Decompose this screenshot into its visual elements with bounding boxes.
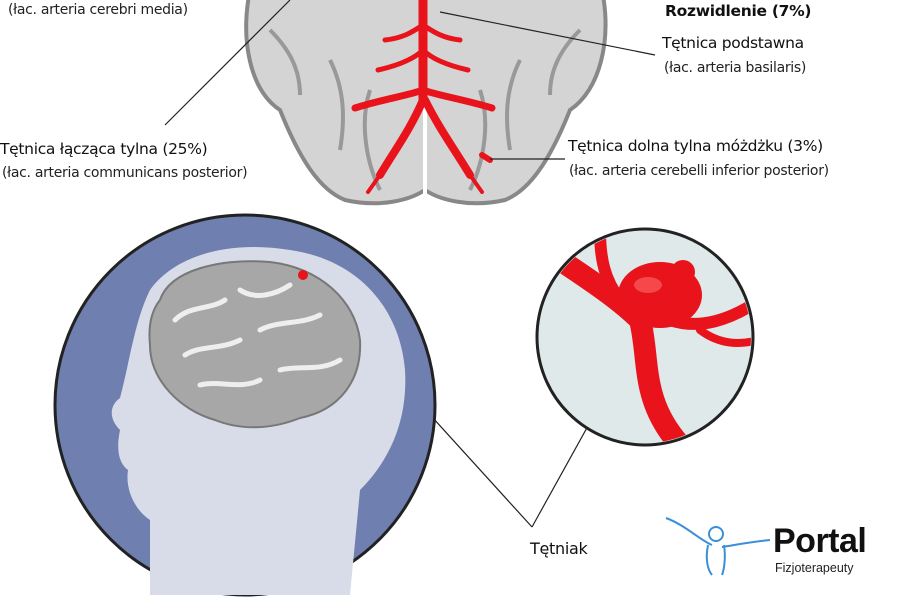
logo-subtitle: Fizjoterapeuty xyxy=(775,561,854,575)
label-bifurcation: Rozwidlenie (7%) xyxy=(665,2,812,20)
label-basilar-latin: (łac. arteria basilaris) xyxy=(664,60,807,76)
logo-name: Portal xyxy=(773,522,867,560)
label-aneurysm: Tętniak xyxy=(530,539,588,558)
label-pica: Tętnica dolna tylna móżdżku (3%) xyxy=(568,137,823,155)
aneurysm-closeup xyxy=(535,227,755,447)
label-media-latin: (łac. arteria cerebri media) xyxy=(8,2,188,18)
label-pica-latin: (łac. arteria cerebelli inferior posteri… xyxy=(569,163,829,179)
label-basilar: Tętnica podstawna xyxy=(662,34,804,52)
label-pcom: Tętnica łącząca tylna (25%) xyxy=(0,140,208,158)
label-pcom-latin: (łac. arteria communicans posterior) xyxy=(2,165,248,181)
logo-figure xyxy=(665,517,771,576)
arteries xyxy=(351,0,496,194)
head-illustration xyxy=(53,213,437,597)
